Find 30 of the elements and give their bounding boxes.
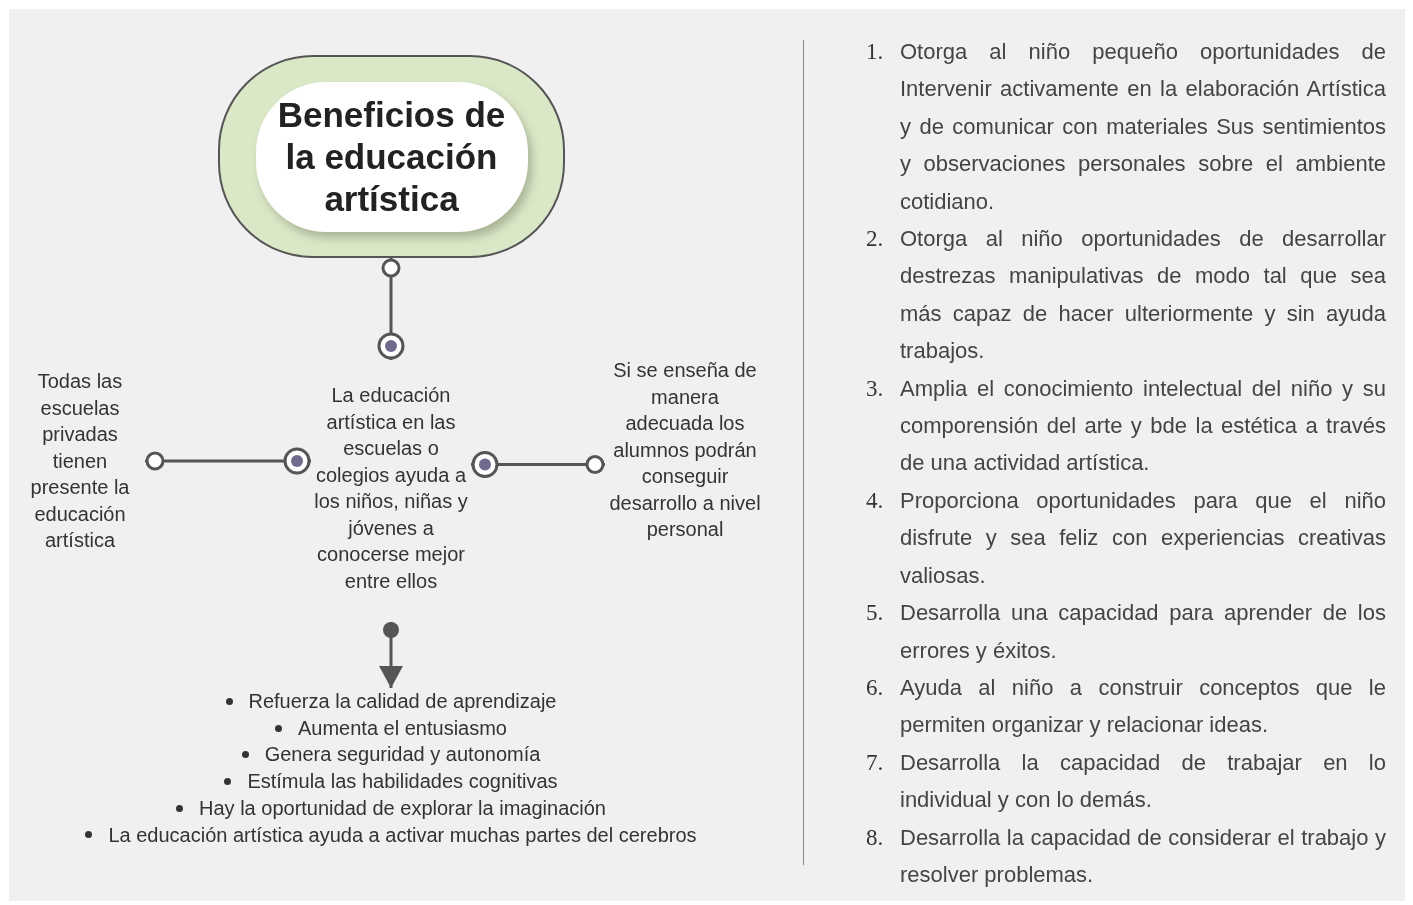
list-item-text: Desarrolla una capacidad para aprender de los errores y éxitos.	[900, 599, 1386, 665]
list-item-text: Otorga al niño oportunidades de desarrollar destrezas manipulativas de modo tal que sea más capaz de hacer ulteriormente y sin ayuda trabajos.	[900, 225, 1386, 366]
list-number: 7.	[866, 748, 885, 777]
list-item-text: Desarrolla la capacidad de trabajar en lo individual y con lo demás.	[900, 748, 1386, 815]
list-number: 8.	[866, 823, 885, 852]
list-number: 3.	[866, 374, 885, 403]
title-text: Beneficios de la educación artística	[276, 93, 507, 220]
bullet-item: Genera seguridad y autonomía	[264, 742, 541, 768]
bullet-item: Hay la oportunidad de explorar la imaginación	[199, 795, 606, 821]
list-item-text: Ayuda al niño a construir conceptos que le permiten organizar y relacionar ideas.	[900, 673, 1386, 740]
node-text: Todas las escuelas privadas tienen presente la educación artística	[15, 368, 145, 554]
list-number: 4.	[866, 486, 885, 515]
list-item-text: Proporciona oportunidades para que el niño disfrute y sea feliz con experiencias creativas valiosas.	[900, 486, 1386, 590]
list-number: 2.	[866, 225, 885, 254]
list-number: 1.	[866, 38, 885, 66]
bullet-item: Aumenta el entusiasmo	[298, 715, 507, 741]
list-number: 5.	[866, 599, 885, 628]
bullet-item: La educación artística ayuda a activar muchas partes del cerebros	[108, 822, 697, 848]
connector-line	[471, 451, 605, 478]
bullet-item: Estímula las habilidades cognitivas	[247, 769, 558, 795]
node-text: La educación artística en las escuelas o colegios ayuda a los niños, niñas y jóvenes a conocerse mejor entre ellos	[311, 360, 471, 622]
list-number: 6.	[866, 673, 885, 702]
list-item-text: Otorga al niño pequeño oportunidades de Intervenir activamente en la elaboración Artística y de comunicar con materiales Sus sentimientos y observaciones personales sobre el ambiente cotidiano.	[900, 38, 1386, 216]
connector-line	[377, 258, 405, 360]
arrow	[379, 622, 403, 688]
bullet-item: Refuerza la calidad de aprendizaje	[248, 689, 557, 714]
connector-line	[145, 447, 311, 475]
list-item-text: Amplia el conocimiento intelectual del niño y su comporensión del arte y bde la estética a través de una actividad artística.	[900, 374, 1386, 478]
list-item-text: Desarrolla la capacidad de considerar el trabajo y resolver problemas.	[900, 823, 1386, 889]
node-text: Si se enseña de manera adecuada los alumnos podrán conseguir desarrollo a nivel personal	[605, 357, 765, 569]
